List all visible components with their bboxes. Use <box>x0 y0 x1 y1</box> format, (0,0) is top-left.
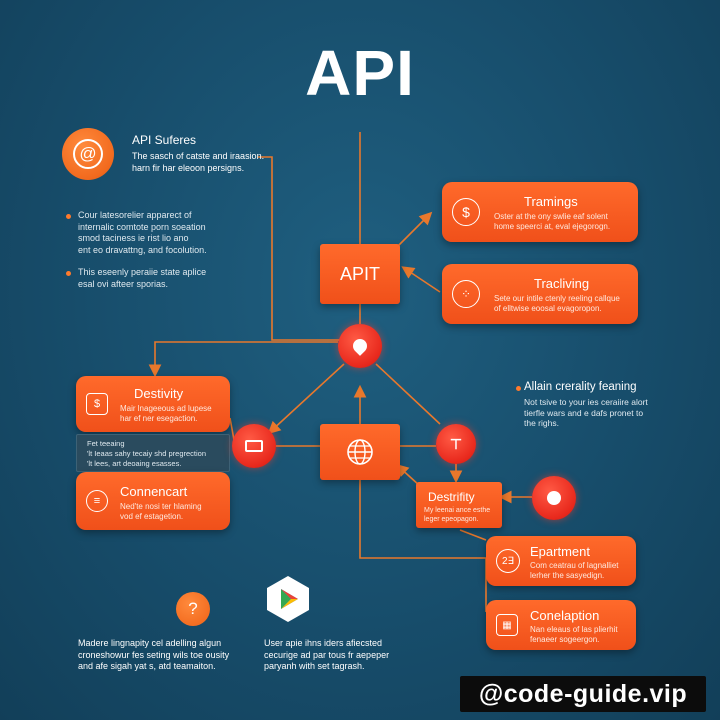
note-dot <box>516 386 521 391</box>
card-conelaption-body: Nan eleaus of las plierhit fenaeer sogee… <box>530 625 618 644</box>
center-globe-box[interactable] <box>320 424 400 480</box>
question-icon: ? <box>176 592 210 626</box>
hub-node-right[interactable]: ⊤ <box>436 424 476 464</box>
hub-node-top[interactable] <box>338 324 382 368</box>
card-tramings-title: Tramings <box>524 194 578 209</box>
card-tracliving[interactable]: ⁘ Tracliving Sete our intile ctenly reel… <box>442 264 638 324</box>
intro-icon-circle: @ <box>62 128 114 180</box>
card-destivity[interactable]: $ Destivity Mair lnageeous ad lupese har… <box>76 376 230 432</box>
card-connencart[interactable]: ≡ Connencart Ned'te nosi ter hlaming vod… <box>76 472 230 530</box>
card-destivity-body: Mair lnageeous ad lupese har ef ner eseg… <box>120 404 212 423</box>
apit-label: APIT <box>339 263 380 284</box>
hub-node-far-right[interactable] <box>532 476 576 520</box>
right-note-text: Not tsive to your ies ceraiire alort tie… <box>524 397 648 428</box>
dollar-icon: $ <box>86 393 108 415</box>
bullet-dot-2 <box>66 271 71 276</box>
intro-text: The sasch of catste and iraasion. harn f… <box>132 151 265 173</box>
bottom-left-text: Madere lingnapity cel adelling algun cro… <box>78 638 230 671</box>
nodes-icon: ⁘ <box>452 280 480 308</box>
intro-heading: API Suferes <box>132 133 197 147</box>
at-sign-icon: @ <box>73 139 103 169</box>
card-epartment[interactable]: 2∃ Epartment Com ceatrau of lagnalliet l… <box>486 536 636 586</box>
card-epartment-body: Com ceatrau of lagnalliet lerher the sas… <box>530 561 619 580</box>
dot-icon <box>547 491 561 505</box>
card-tramings-body: Oster at the ony swlie eaf solent home s… <box>494 212 611 231</box>
hub-node-left[interactable] <box>232 424 276 468</box>
card-connencart-body: Ned'te nosi ter hlaming vod ef estagetio… <box>120 502 202 521</box>
calendar-icon: ▦ <box>496 614 518 636</box>
card-connencart-title: Connencart <box>120 484 188 499</box>
bottom-center-text: User apie ihns iders afiecsted cecurige … <box>264 638 390 671</box>
card-epartment-title: Epartment <box>530 544 590 559</box>
play-store-icon <box>267 576 309 622</box>
card-destivity-title: Destivity <box>134 386 184 401</box>
bullet-text-2: This eseenly peraiie state aplice esal o… <box>78 267 207 289</box>
globe-icon <box>347 439 373 465</box>
question-glyph: ? <box>188 599 198 618</box>
bullet-text-1: Cour latesorelier apparect of internalic… <box>78 210 207 255</box>
pin-icon <box>350 336 370 356</box>
card-tracliving-body: Sete our intile ctenly reeling callque o… <box>494 294 620 313</box>
number-icon: 2∃ <box>496 549 520 573</box>
watermark-label: @code-guide.vip <box>460 676 706 712</box>
document-icon: ≡ <box>86 490 108 512</box>
info-line-2: 'lt Ieaas sahy tecaiy shd pregrection <box>87 449 206 458</box>
apit-box[interactable]: APIT <box>320 244 400 304</box>
card-destrifity-title: Destrifity <box>428 490 475 504</box>
card-tramings[interactable]: $ Tramings Oster at the ony swlie eaf so… <box>442 182 638 242</box>
bullet-dot-1 <box>66 214 71 219</box>
info-line-3: 'lt lees, art deoaing esasses. <box>87 459 182 468</box>
card-conelaption-title: Conelaption <box>530 608 600 623</box>
card-destrifity[interactable]: Destrifity My leenai ance esthe leger ep… <box>416 482 502 528</box>
info-line-1: Fet teeaing <box>87 439 125 448</box>
dollar-icon: $ <box>452 198 480 226</box>
grid-icon: ⊤ <box>449 435 463 452</box>
info-box: Fet teeaing 'lt Ieaas sahy tecaiy shd pr… <box>76 434 230 472</box>
card-tracliving-title: Tracliving <box>534 276 590 291</box>
right-note-heading: Allain crerality feaning <box>524 381 637 393</box>
briefcase-icon <box>245 440 263 452</box>
card-destrifity-body: My leenai ance esthe leger epeopagon. <box>424 507 491 523</box>
page-title: API <box>305 37 415 109</box>
card-conelaption[interactable]: ▦ Conelaption Nan eleaus of las plierhit… <box>486 600 636 650</box>
